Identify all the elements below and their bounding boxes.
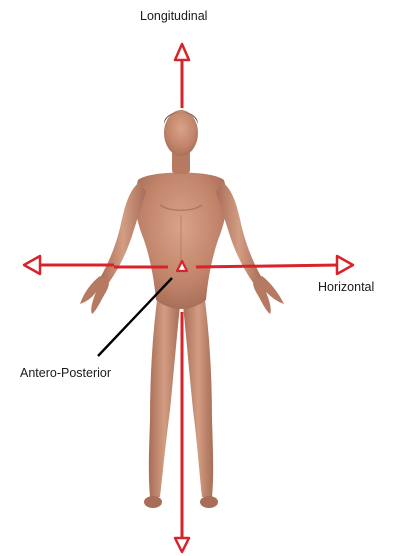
right-hand — [253, 276, 284, 314]
arrow-left-icon — [24, 256, 40, 274]
right-foot — [200, 496, 218, 508]
left-foot — [144, 496, 162, 508]
left-leg — [149, 300, 180, 497]
left-hand — [80, 276, 109, 314]
longitudinal-label: Longitudinal — [140, 10, 207, 23]
arrow-up-icon — [175, 44, 189, 60]
head — [164, 110, 198, 156]
left-arm — [100, 182, 146, 284]
arrow-right-icon — [337, 256, 353, 274]
antero-posterior-label: Antero-Posterior — [20, 367, 111, 380]
right-arm — [216, 182, 262, 284]
horizontal-label: Horizontal — [318, 281, 374, 294]
arrow-down-icon — [175, 538, 189, 552]
right-leg — [183, 300, 213, 497]
